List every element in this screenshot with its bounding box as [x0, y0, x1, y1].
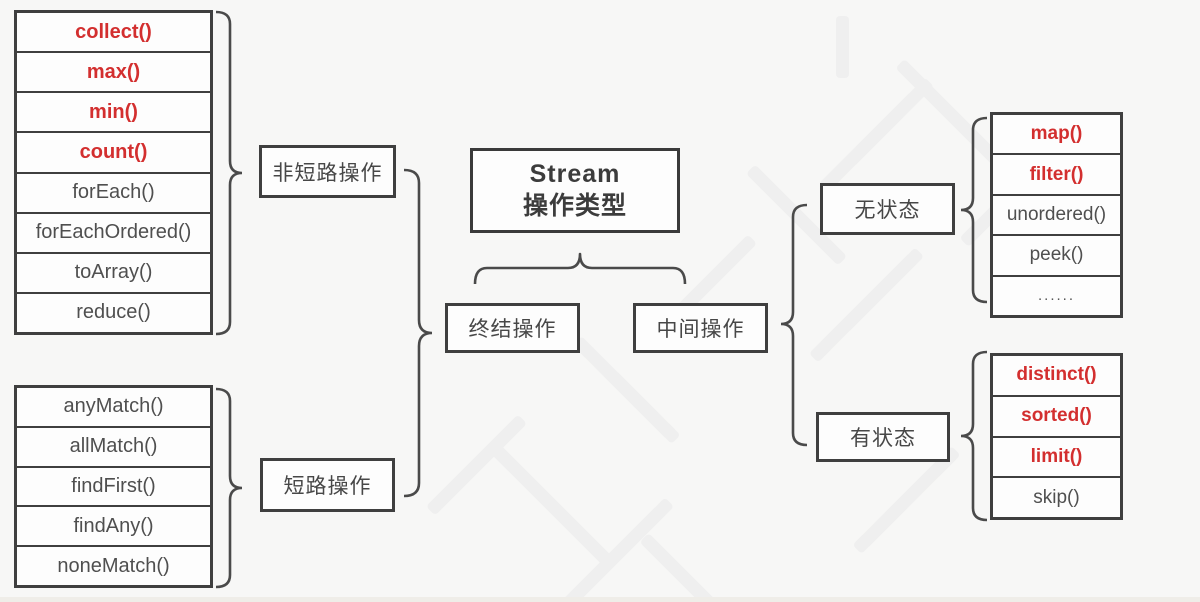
brace-short-circuit	[216, 387, 242, 589]
stream-title-box: Stream 操作类型	[470, 148, 680, 233]
watermark-stroke	[818, 77, 935, 193]
op-cell: skip()	[993, 476, 1120, 517]
op-cell: sorted()	[993, 394, 1120, 436]
short-circuit-ops-table: anyMatch() allMatch()findFirst()findAny()…	[14, 385, 213, 588]
op-cell: filter()	[993, 153, 1120, 193]
watermark-stroke	[639, 532, 734, 602]
op-cell: peek()	[993, 234, 1120, 274]
watermark-stroke	[852, 445, 961, 555]
stream-title-line2: 操作类型	[522, 191, 627, 220]
brace-terminal-group	[404, 168, 432, 498]
op-cell: forEachOrdered()	[17, 211, 210, 252]
watermark-stroke	[486, 440, 617, 570]
op-cell: collect()	[75, 20, 152, 43]
brace-stateful	[961, 350, 987, 522]
op-cell: max()	[17, 51, 210, 91]
op-cell: reduce()	[17, 291, 210, 332]
stream-title-line1: Stream	[529, 160, 621, 189]
op-cell: ......	[993, 274, 1120, 315]
op-cell: count()	[17, 131, 210, 171]
brace-intermediate-group	[781, 203, 807, 447]
op-cell: unordered()	[993, 193, 1120, 234]
op-cell: min()	[17, 91, 210, 131]
non-short-circuit-ops-table: collect() max()min()count()forEach()forEa…	[14, 10, 213, 335]
op-cell: findAny()	[17, 505, 210, 545]
intermediate-operation-box: 中间操作	[633, 303, 768, 353]
op-cell: map()	[1030, 123, 1083, 145]
watermark-stroke	[808, 247, 925, 363]
op-cell: anyMatch()	[63, 395, 164, 418]
short-circuit-box: 短路操作	[260, 458, 395, 512]
op-cell: forEach()	[17, 171, 210, 212]
bottom-edge-strip	[0, 597, 1200, 602]
stateless-ops-table: map() filter()unordered()peek()......	[990, 112, 1123, 318]
op-cell: findFirst()	[17, 465, 210, 506]
terminal-operation-box: 终结操作	[445, 303, 580, 353]
op-cell: noneMatch()	[17, 545, 210, 585]
stateless-box: 无状态	[820, 183, 955, 235]
brace-non-short-circuit	[216, 10, 242, 336]
watermark-stroke	[836, 16, 849, 78]
top-edge-strip	[0, 0, 1200, 2]
op-cell: allMatch()	[17, 425, 210, 466]
op-cell: distinct()	[1016, 364, 1097, 386]
op-cell: toArray()	[17, 251, 210, 292]
brace-stream-split	[473, 252, 687, 284]
non-short-circuit-box: 非短路操作	[259, 145, 396, 198]
stateful-ops-table: distinct() sorted()limit()skip()	[990, 353, 1123, 520]
op-cell: limit()	[993, 435, 1120, 477]
brace-stateless	[961, 116, 987, 304]
stateful-box: 有状态	[816, 412, 950, 462]
